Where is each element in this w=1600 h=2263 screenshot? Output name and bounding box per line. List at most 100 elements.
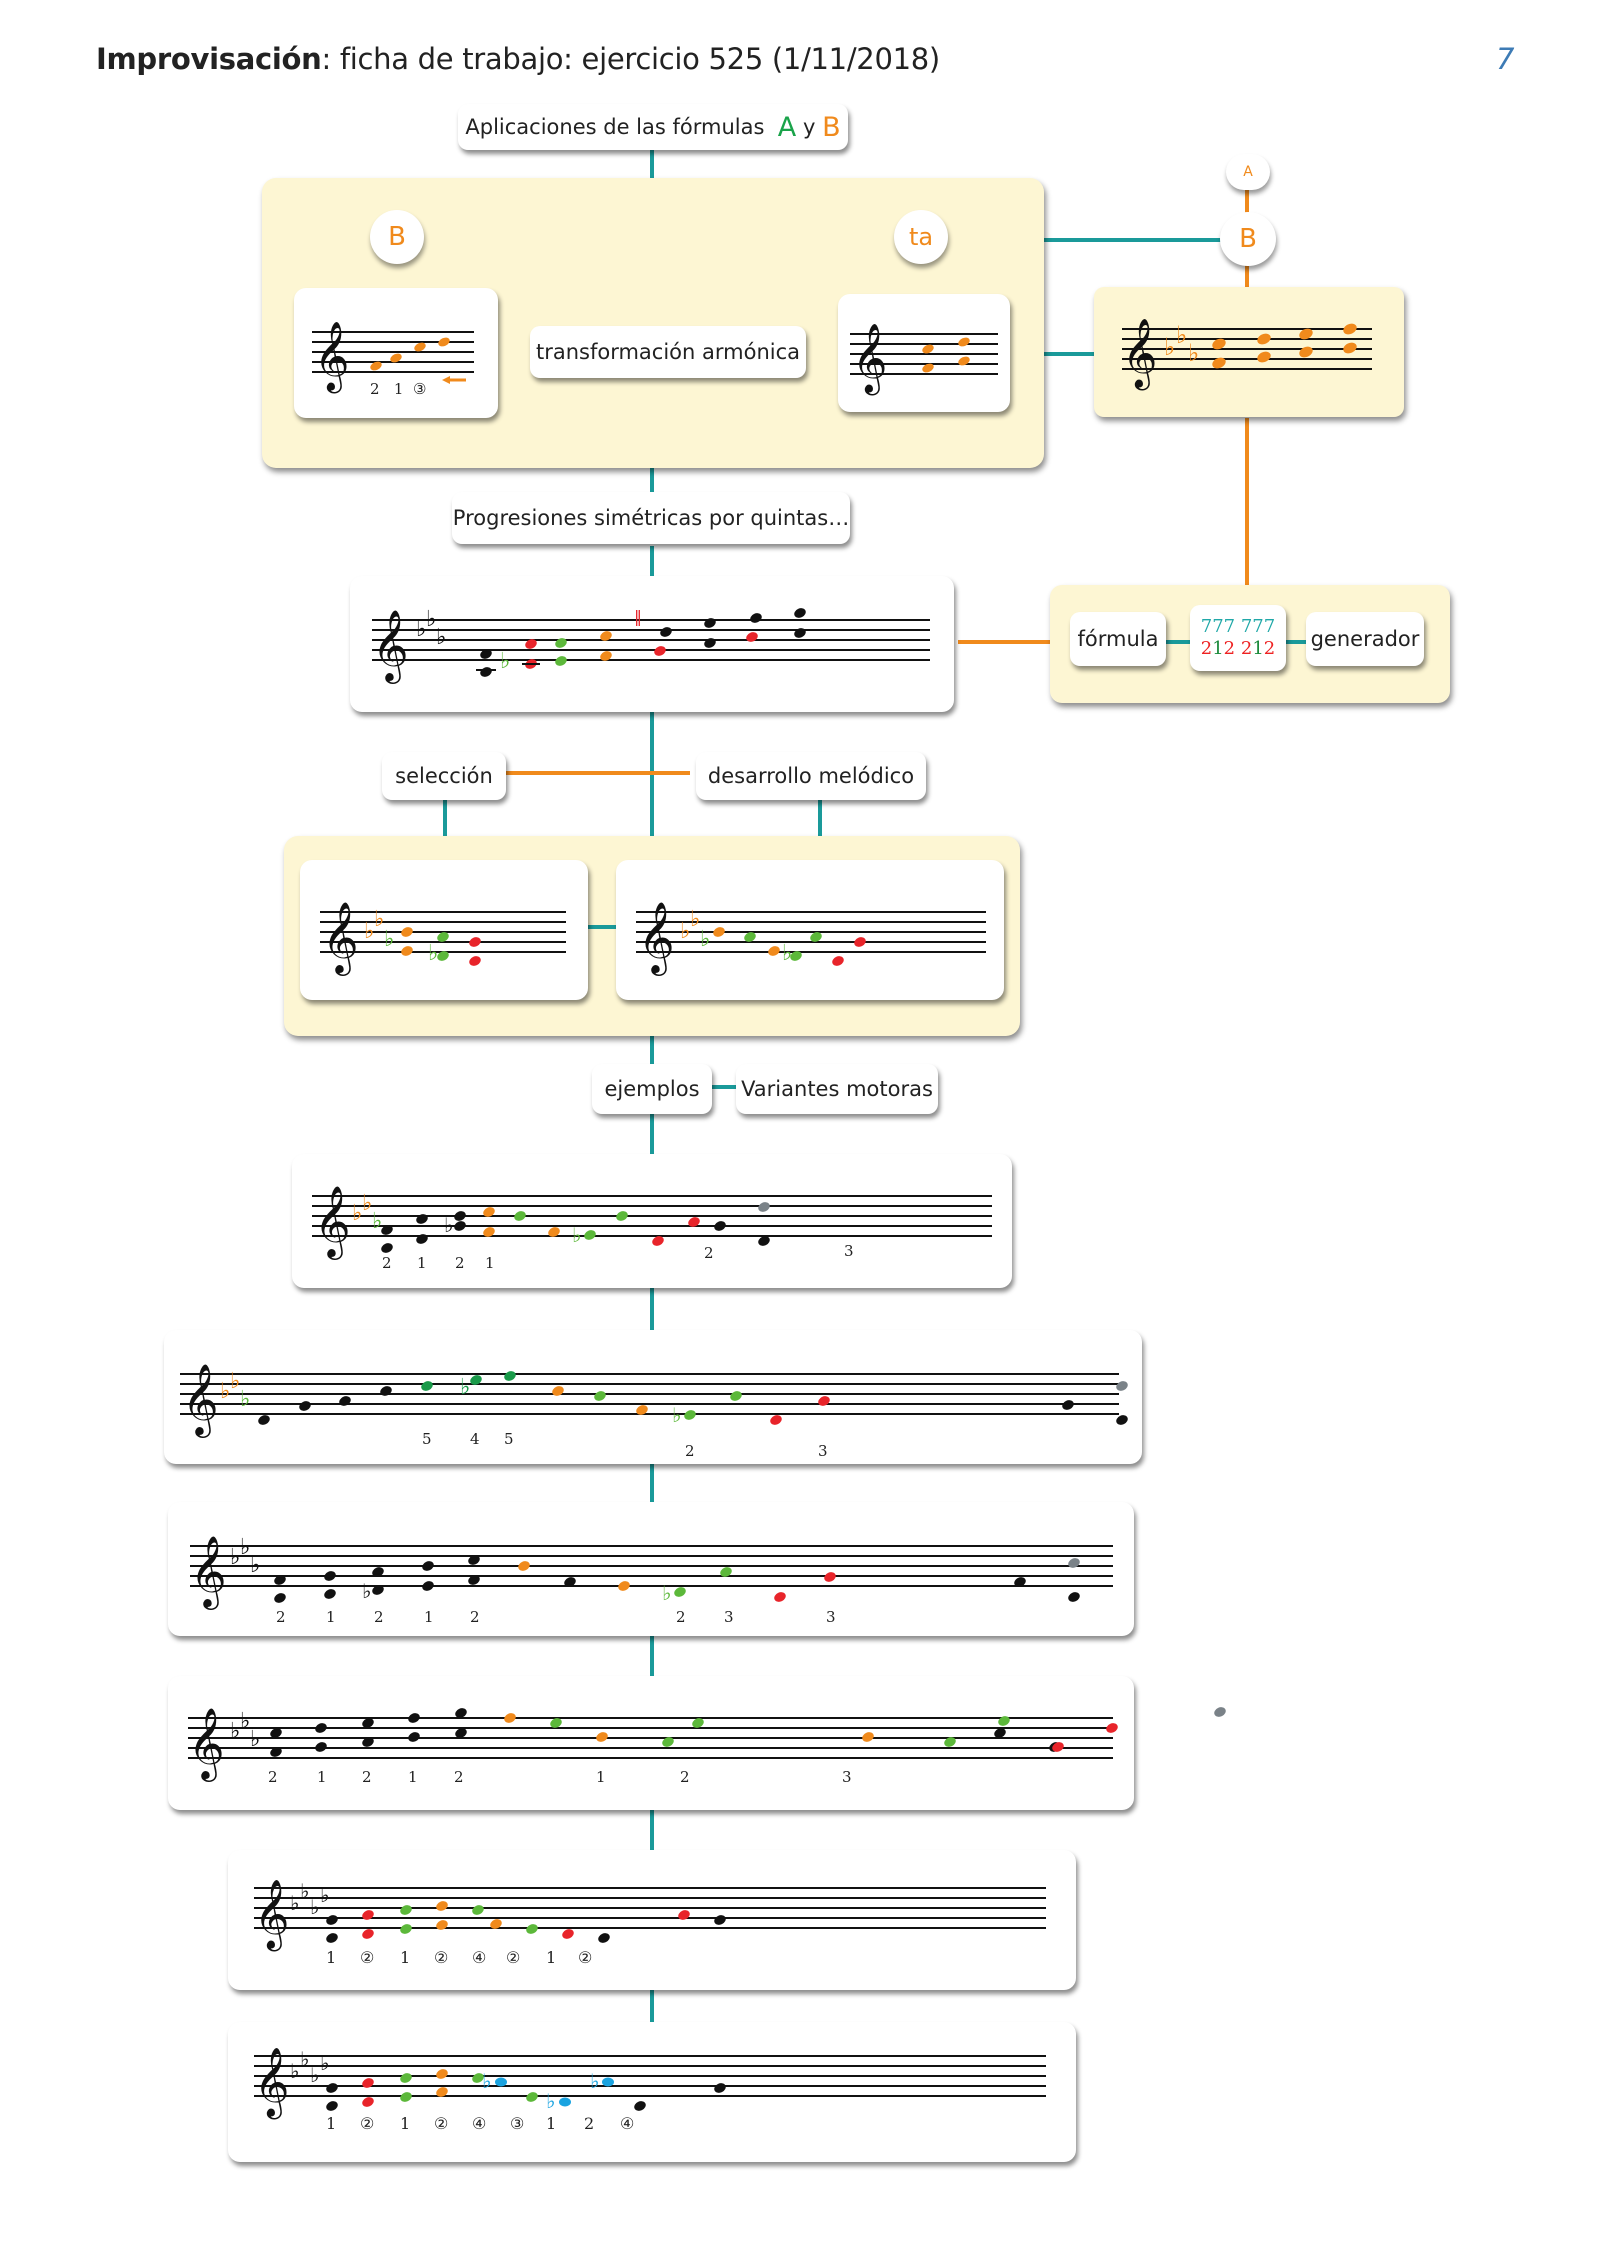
flat-icon: ♭ — [500, 649, 510, 674]
connector — [650, 1036, 654, 1070]
connector — [650, 1462, 654, 1502]
progression-staff: 𝄞 ♭♭♭ ♭ ‖ — [350, 576, 954, 712]
connector — [1008, 352, 1094, 356]
connector — [584, 925, 618, 929]
flat-icon: ♭ — [240, 1709, 250, 1734]
treble-clef-icon: 𝄞 — [1122, 318, 1157, 390]
connector — [650, 466, 654, 500]
flat-icon: ♭ — [782, 941, 792, 966]
flat-icon: ♭ — [372, 1209, 382, 1234]
flat-icon: ♭ — [482, 2069, 491, 2093]
treble-clef-icon: 𝄞 — [190, 1534, 227, 1610]
treble-clef-icon: 𝄞 — [372, 608, 409, 684]
double-bar-mark-icon: ‖ — [634, 607, 642, 626]
flat-icon: ♭ — [700, 927, 710, 952]
ta-node[interactable]: ta — [894, 210, 948, 264]
connector — [443, 800, 447, 838]
connector — [650, 150, 654, 180]
formula-b-right-node[interactable]: B — [1220, 212, 1276, 266]
flat-icon: ♭ — [662, 1581, 671, 1605]
flat-icon: ♭ — [444, 1213, 453, 1237]
connector — [650, 546, 654, 576]
treble-clef-icon: 𝄞 — [638, 900, 675, 976]
treble-clef-icon: 𝄞 — [852, 323, 887, 395]
flat-icon: ♭ — [436, 625, 446, 650]
flat-icon: ♭ — [310, 2063, 319, 2087]
flat-icon: ♭ — [240, 1387, 250, 1412]
flat-icon: ♭ — [290, 2059, 299, 2083]
treble-clef-icon: 𝄞 — [182, 1362, 219, 1438]
connector — [1245, 418, 1249, 586]
flat-icon: ♭ — [546, 2089, 555, 2113]
flat-icon: ♭ — [672, 1403, 681, 1427]
flat-icon: ♭ — [1164, 333, 1175, 361]
connector — [650, 1810, 654, 1850]
staff-transformed: 𝄞 — [838, 294, 1010, 412]
connector — [650, 1990, 654, 2022]
flat-icon: ♭ — [290, 1891, 299, 1915]
connector — [1245, 187, 1249, 213]
formula-values: 777 777 212 212 — [1190, 605, 1286, 671]
treble-clef-icon: 𝄞 — [254, 2047, 289, 2119]
flat-icon: ♭ — [1176, 321, 1187, 349]
treble-clef-icon: 𝄞 — [314, 1184, 351, 1260]
flat-icon: ♭ — [320, 2051, 329, 2075]
flat-icon: ♭ — [230, 1545, 240, 1570]
connector — [958, 640, 1050, 644]
flat-icon: ♭ — [240, 1535, 250, 1560]
melodic-staff: 𝄞 ♭♭♭ ♭ — [616, 860, 1004, 1000]
connector — [1275, 640, 1315, 644]
formula-b-node[interactable]: B — [370, 210, 424, 264]
music-staff: 𝄞 — [312, 321, 474, 393]
fingering: 2 1 ③ — [370, 380, 427, 398]
flat-icon: ♭ — [250, 1553, 260, 1578]
connector — [818, 800, 822, 838]
progressions-label: Progresiones simétricas por quintas… — [452, 492, 850, 544]
flat-icon: ♭ — [300, 1879, 309, 1903]
treble-clef-icon: 𝄞 — [188, 1706, 225, 1782]
flat-icon: ♭ — [374, 907, 384, 932]
staff-formula-b: 𝄞 2 1 ③ — [294, 288, 498, 418]
flat-icon: ♭ — [428, 941, 438, 966]
page-title: Improvisación: ficha de trabajo: ejercic… — [96, 42, 940, 76]
flat-icon: ♭ — [426, 607, 436, 632]
flat-icon: ♭ — [572, 1223, 581, 1247]
connector — [710, 1085, 738, 1089]
formula-label: fórmula — [1070, 612, 1166, 666]
flat-icon: ♭ — [300, 2047, 309, 2071]
treble-clef-icon: 𝄞 — [254, 1879, 289, 1951]
flat-icon: ♭ — [250, 1727, 260, 1752]
flat-icon: ♭ — [384, 927, 394, 952]
transformation-label: transformación armónica — [530, 326, 806, 378]
flat-icon: ♭ — [220, 1379, 230, 1404]
flat-icon: ♭ — [1188, 339, 1199, 367]
flat-icon: ♭ — [362, 1191, 372, 1216]
flat-icon: ♭ — [230, 1369, 240, 1394]
flat-icon: ♭ — [310, 1895, 319, 1919]
selection-staff: 𝄞 ♭♭♭ ♭ — [300, 860, 588, 1000]
connector — [650, 1636, 654, 1676]
flat-icon: ♭ — [590, 2069, 599, 2093]
formula-a-node[interactable]: A — [1226, 154, 1270, 190]
selection-label: selección — [382, 752, 506, 800]
staff-key-signature-box: 𝄞 ♭♭♭ — [1094, 287, 1404, 417]
flat-icon: ♭ — [352, 1201, 362, 1226]
connector — [1245, 262, 1249, 288]
applications-label: Aplicaciones de las fórmulas A y B — [458, 104, 848, 150]
connector — [650, 712, 654, 858]
examples-label: ejemplos — [592, 1064, 712, 1114]
treble-clef-icon: 𝄞 — [314, 321, 349, 393]
treble-clef-icon: 𝄞 — [322, 900, 359, 976]
flat-icon: ♭ — [416, 617, 426, 642]
connector — [1160, 640, 1200, 644]
connector — [650, 1286, 654, 1332]
connector — [650, 1110, 654, 1156]
melodic-development-label: desarrollo melódico — [696, 752, 926, 800]
connector — [500, 771, 690, 775]
flat-icon: ♭ — [680, 919, 690, 944]
